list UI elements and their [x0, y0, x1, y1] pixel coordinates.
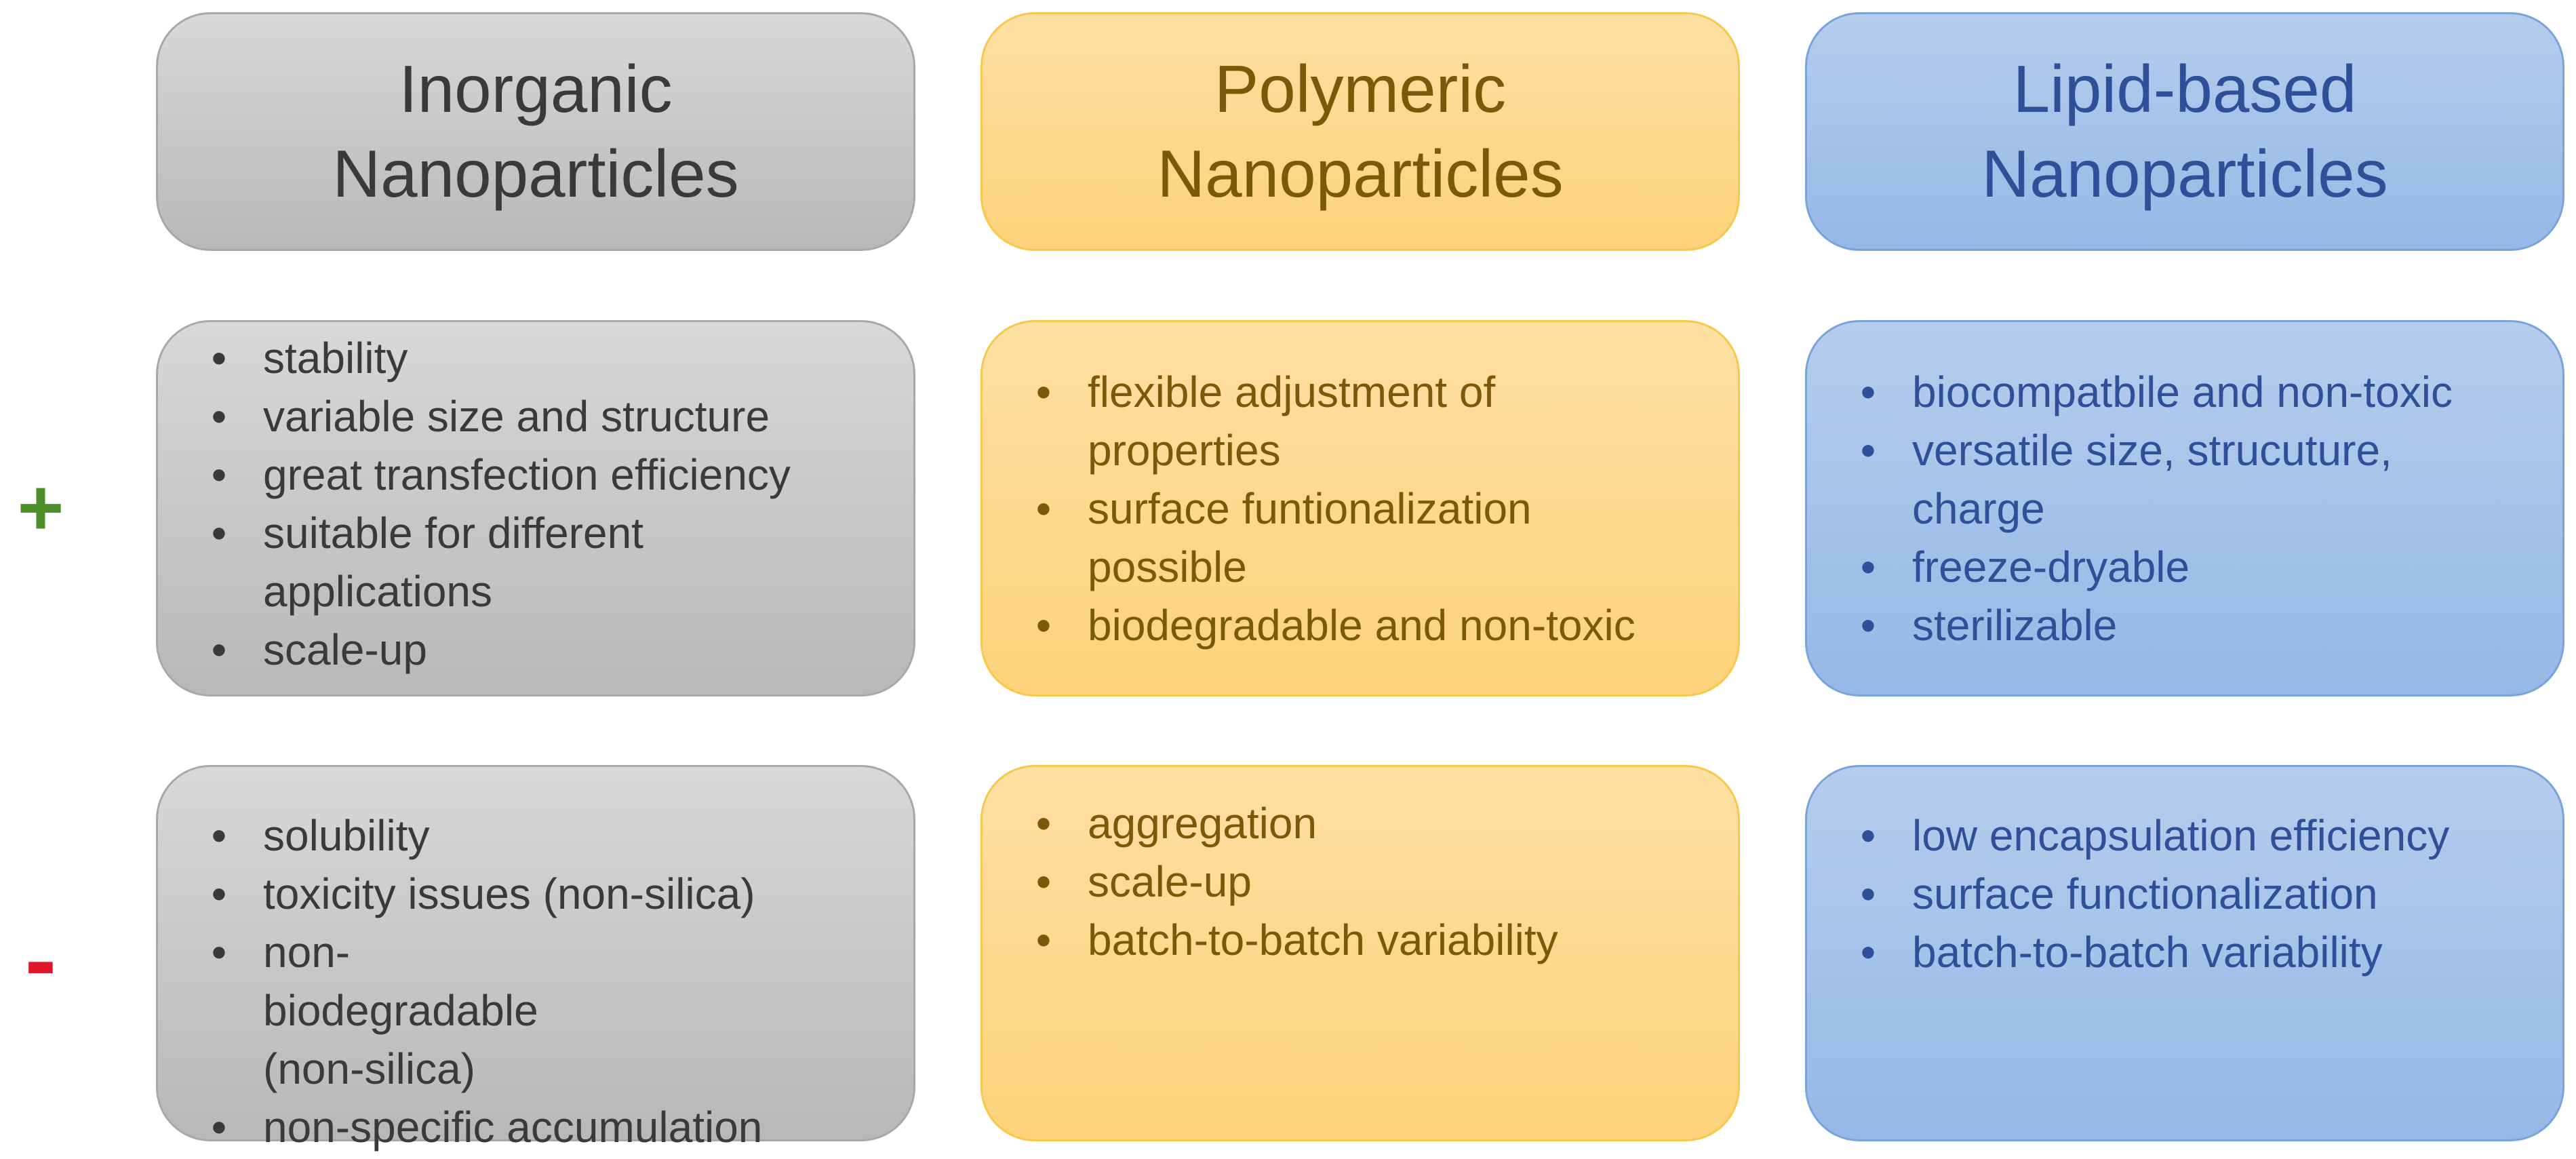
- cons-polymeric: • aggregation • scale-up • batch-to-batch v…: [980, 765, 1740, 1141]
- list-item: • versatile size, strucuture, charge: [1855, 421, 2535, 538]
- bullet: •: [211, 1103, 227, 1152]
- list-item-text: non-biodegradable (non-silica): [263, 928, 538, 1093]
- bullet: •: [1860, 601, 1876, 650]
- header-inorganic: Inorganic Nanoparticles: [156, 12, 915, 251]
- pros-list: • biocompatbile and non-toxic • versatile …: [1855, 363, 2535, 654]
- bullet: •: [211, 392, 227, 441]
- bullet: •: [1035, 799, 1052, 848]
- list-item: • surface functionalization: [1855, 865, 2535, 923]
- list-item-text: versatile size, strucuture, charge: [1912, 426, 2392, 533]
- list-item: • non-specific accumulation: [205, 1098, 886, 1156]
- list-item: • variable size and structure: [205, 387, 886, 446]
- header-title: Inorganic Nanoparticles: [231, 47, 841, 216]
- cons-list: • aggregation • scale-up • batch-to-batch v…: [1030, 794, 1711, 969]
- list-item: • batch-to-batch variability: [1855, 923, 2535, 981]
- bullet: •: [1860, 811, 1876, 860]
- cons-lipid-based: • low encapsulation efficiency • surface f…: [1805, 765, 2564, 1141]
- list-item: • scale-up: [1030, 852, 1711, 911]
- pros-list: •stability •variable size and structure …: [205, 329, 886, 679]
- header-title-line1: Inorganic: [399, 52, 673, 126]
- list-item: • biodegradable and non-toxic: [1030, 596, 1711, 654]
- pros-polymeric: • flexible adjustment of properties • surf…: [980, 320, 1740, 696]
- bullet: •: [211, 450, 227, 499]
- list-item-text: biocompatbile and non-toxic: [1912, 368, 2453, 416]
- list-item-text: batch-to-batch variability: [1088, 916, 1558, 964]
- list-item: • surface funtionalization possible: [1030, 479, 1711, 596]
- minus-sign: -: [24, 906, 57, 1013]
- bullet: •: [1860, 368, 1876, 416]
- list-item: • aggregation: [1030, 794, 1711, 852]
- list-item-text: surface functionalization: [1912, 869, 2378, 918]
- bullet: •: [211, 869, 227, 918]
- list-item-text: aggregation: [1088, 799, 1317, 848]
- bullet: •: [211, 811, 227, 860]
- bullet: •: [1860, 426, 1876, 475]
- header-title-line1: Lipid-based: [2013, 52, 2357, 126]
- list-item: • biocompatbile and non-toxic: [1855, 363, 2535, 421]
- list-item-text: suitable for different applications: [263, 509, 643, 616]
- list-item-text: low encapsulation efficiency: [1912, 811, 2450, 860]
- list-item: • flexible adjustment of properties: [1030, 363, 1711, 479]
- bullet: •: [1860, 543, 1876, 591]
- bullet: •: [1035, 601, 1052, 650]
- list-item-text: toxicity issues (non-silica): [263, 869, 755, 918]
- list-item-text: solubility: [263, 811, 430, 860]
- header-title: Lipid-based Nanoparticles: [1880, 47, 2490, 216]
- header-title: Polymeric Nanoparticles: [1055, 47, 1665, 216]
- list-item: • stability: [205, 329, 886, 387]
- header-title-line2: Nanoparticles: [1157, 136, 1564, 211]
- header-title-line2: Nanoparticles: [1981, 136, 2388, 211]
- header-title-line2: Nanoparticles: [332, 136, 739, 211]
- bullet: •: [211, 625, 227, 674]
- list-item-text: scale-up: [263, 625, 427, 674]
- list-item-text: freeze-dryable: [1912, 543, 2190, 591]
- cons-inorganic: • solubility • toxicity issues (non-silica…: [156, 765, 915, 1152]
- bullet: •: [211, 334, 227, 382]
- bullet: •: [1035, 484, 1052, 533]
- list-item-text: scale-up: [1088, 857, 1252, 906]
- header-lipid-based: Lipid-based Nanoparticles: [1805, 12, 2564, 251]
- cons-list: • low encapsulation efficiency • surface f…: [1855, 806, 2535, 981]
- list-item-text: non-specific accumulation: [263, 1103, 763, 1152]
- list-item-text: great transfection efficiency: [263, 450, 791, 499]
- bullet: •: [1035, 857, 1052, 906]
- bullet: •: [1035, 916, 1052, 964]
- bullet: •: [1860, 928, 1876, 977]
- cons-list: • solubility • toxicity issues (non-silica…: [205, 806, 886, 1156]
- bullet: •: [1860, 869, 1876, 918]
- pros-list: • flexible adjustment of properties • surf…: [1030, 363, 1711, 654]
- list-item: • batch-to-batch variability: [1030, 911, 1711, 969]
- list-item: • non-biodegradable (non-silica): [205, 923, 886, 1098]
- bullet: •: [1035, 368, 1052, 416]
- header-polymeric: Polymeric Nanoparticles: [980, 12, 1740, 251]
- list-item-text: surface funtionalization possible: [1088, 484, 1532, 591]
- list-item-text: variable size and structure: [263, 392, 770, 441]
- list-item: • suitable for different applications: [205, 504, 886, 621]
- pros-inorganic: •stability •variable size and structure …: [156, 320, 915, 696]
- list-item-text: sterilizable: [1912, 601, 2118, 650]
- bullet: •: [211, 509, 227, 557]
- header-title-line1: Polymeric: [1214, 52, 1507, 126]
- list-item-text: flexible adjustment of properties: [1088, 368, 1496, 475]
- list-item-text: biodegradable and non-toxic: [1088, 601, 1636, 650]
- list-item: • solubility: [205, 806, 886, 865]
- list-item-text: stability: [263, 334, 408, 382]
- list-item: • low encapsulation efficiency: [1855, 806, 2535, 865]
- plus-sign: +: [17, 463, 64, 553]
- list-item: • freeze-dryable: [1855, 538, 2535, 596]
- list-item: • toxicity issues (non-silica): [205, 865, 886, 923]
- list-item: • sterilizable: [1855, 596, 2535, 654]
- bullet: •: [211, 928, 227, 977]
- list-item: • scale-up: [205, 621, 886, 679]
- list-item-text: batch-to-batch variability: [1912, 928, 2383, 977]
- pros-lipid-based: • biocompatbile and non-toxic • versatile …: [1805, 320, 2564, 696]
- list-item: • great transfection efficiency: [205, 446, 886, 504]
